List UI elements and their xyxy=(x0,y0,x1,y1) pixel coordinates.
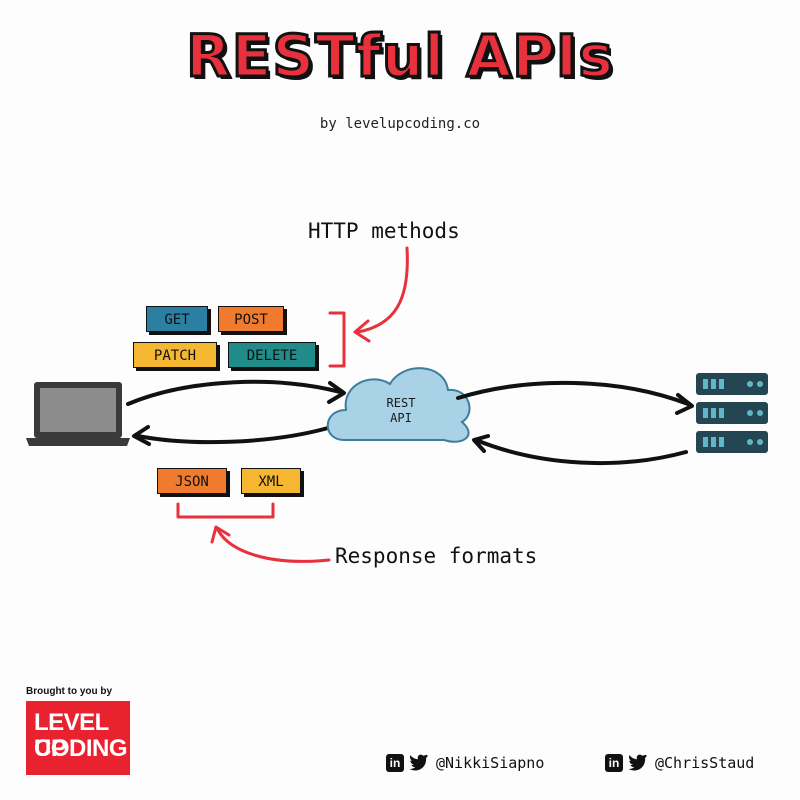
response-arrowhead xyxy=(132,425,151,446)
social-handle-nikki[interactable]: in @NikkiSiapno xyxy=(386,752,544,774)
methods-pointer-arrowhead xyxy=(353,319,371,343)
twitter-icon xyxy=(409,754,428,771)
method-tag-post: POST xyxy=(218,306,284,332)
method-tag-get: GET xyxy=(146,306,208,332)
method-tag-patch: PATCH xyxy=(133,342,217,368)
handle-text: @NikkiSiapno xyxy=(436,754,545,772)
handle-text: @ChrisStaud xyxy=(655,754,755,772)
formats-bracket xyxy=(176,502,275,519)
page-title: RESTful APIs xyxy=(185,21,615,92)
cloud-label-line2: API xyxy=(390,411,412,425)
social-handle-chris[interactable]: in @ChrisStaud xyxy=(605,752,754,774)
request-arrowhead xyxy=(327,381,346,404)
format-tag-json: JSON xyxy=(157,468,227,494)
server-request-arrowhead xyxy=(675,393,694,415)
server-request-arrow xyxy=(456,380,690,406)
format-tag-xml: XML xyxy=(241,468,301,494)
server-icon xyxy=(696,373,768,453)
page-subtitle: by levelupcoding.co xyxy=(319,116,481,132)
methods-pointer-arrow xyxy=(356,246,409,334)
cloud-shape xyxy=(326,367,471,443)
level-up-coding-logo[interactable]: LEVEL UP CODING xyxy=(26,701,130,775)
request-arrow xyxy=(126,379,342,406)
twitter-icon-slot xyxy=(409,754,429,772)
method-tag-delete: DELETE xyxy=(228,342,316,368)
brought-to-you-label: Brought to you by xyxy=(26,686,113,697)
server-response-arrow xyxy=(474,438,688,466)
response-formats-label: Response formats xyxy=(335,544,538,568)
cloud-label-line1: REST xyxy=(386,396,416,410)
response-arrow xyxy=(136,426,330,445)
laptop-icon xyxy=(26,382,130,446)
http-methods-label: HTTP methods xyxy=(308,219,460,243)
linkedin-icon: in xyxy=(605,754,623,772)
logo-line-1: LEVEL UP xyxy=(34,709,109,762)
twitter-icon-slot xyxy=(628,754,648,772)
twitter-icon xyxy=(628,754,647,771)
server-response-arrowhead xyxy=(472,434,490,453)
cloud-label: REST API xyxy=(356,396,446,426)
linkedin-icon: in xyxy=(386,754,404,772)
formats-pointer-arrow xyxy=(216,528,331,563)
logo-line-2: CODING xyxy=(34,735,128,762)
methods-bracket xyxy=(328,311,346,368)
formats-pointer-arrowhead xyxy=(210,525,231,544)
